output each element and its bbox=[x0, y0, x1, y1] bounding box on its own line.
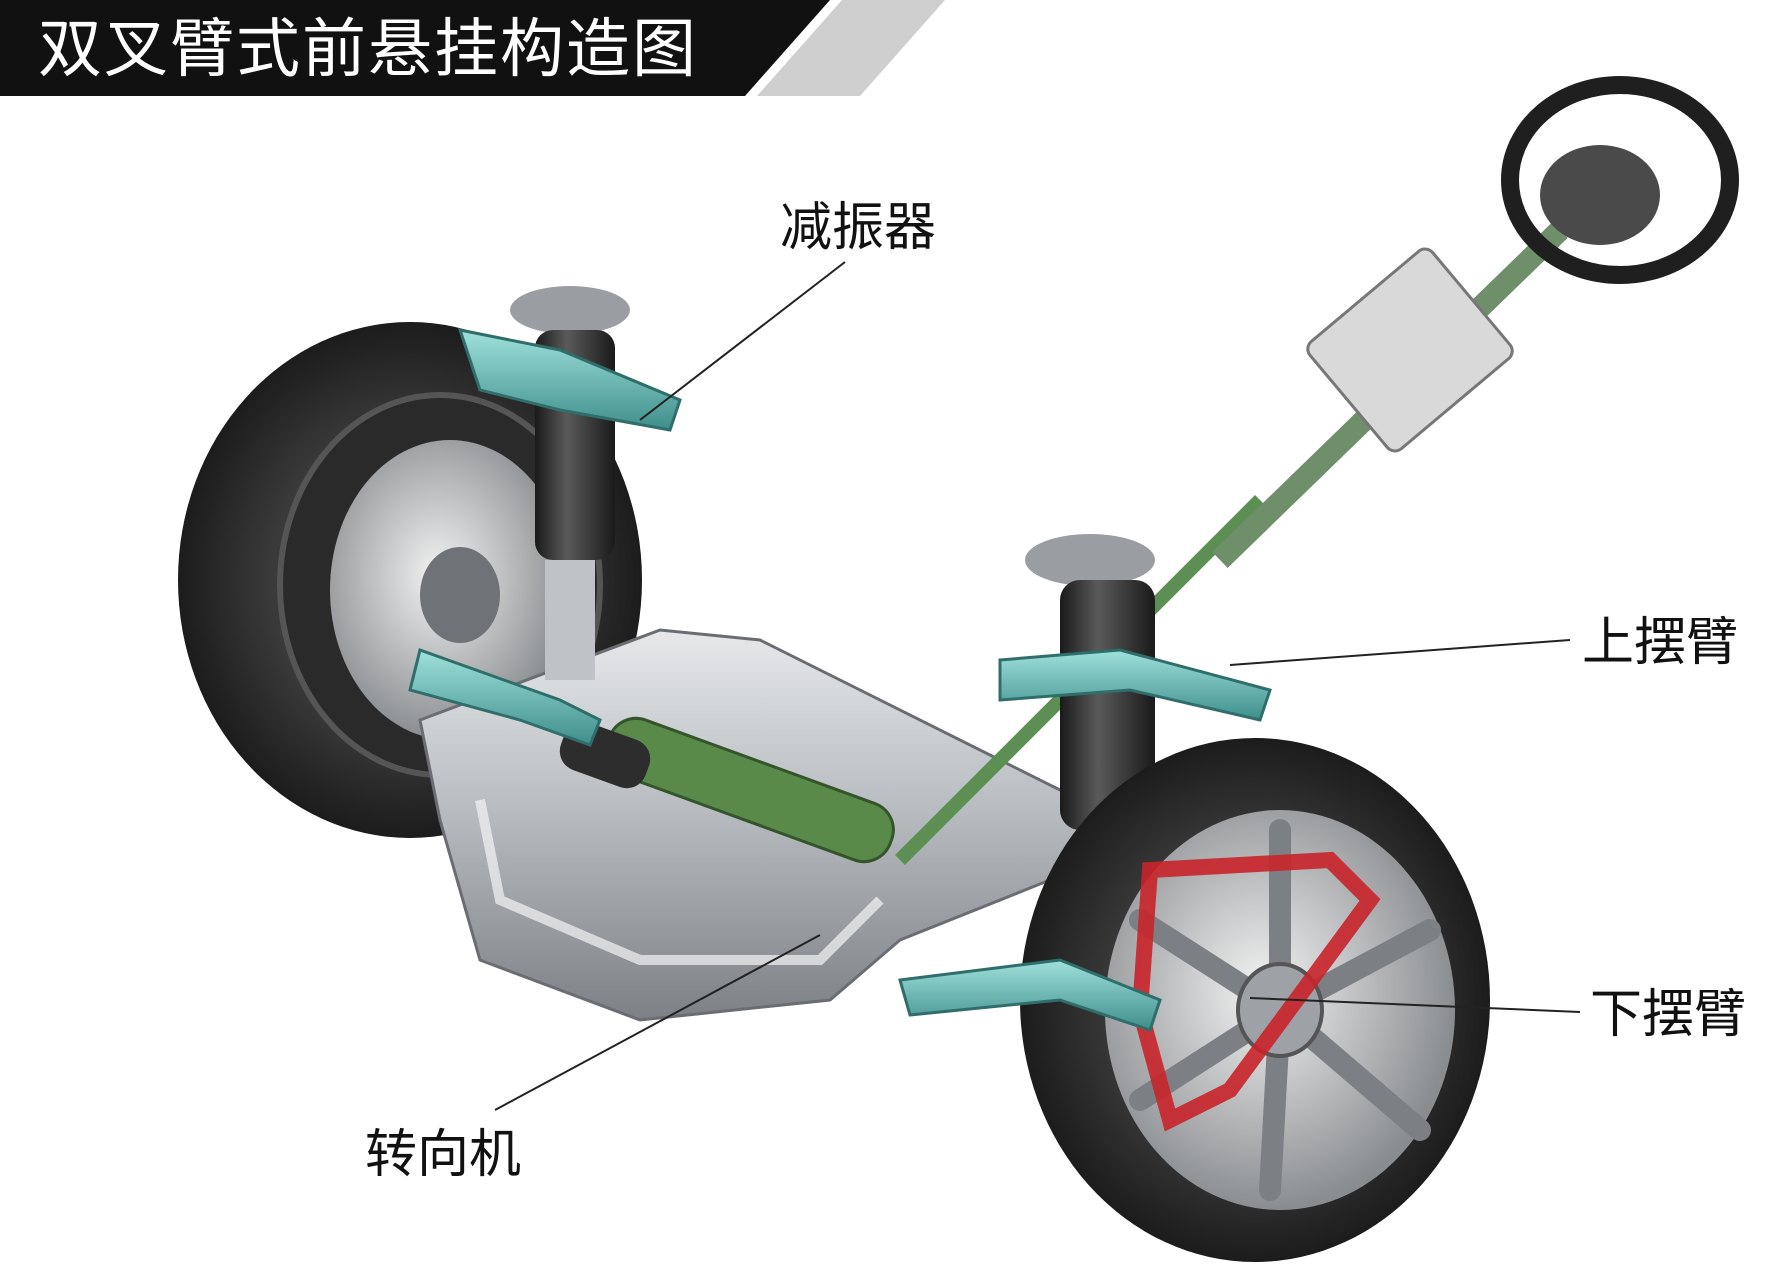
leader-lines bbox=[494, 261, 1581, 1111]
leader-lower-arm bbox=[1249, 997, 1581, 1013]
leader-steering bbox=[494, 934, 821, 1111]
banner-dark-band bbox=[0, 0, 830, 96]
leader-shock bbox=[639, 261, 846, 421]
leader-upper-arm bbox=[1229, 639, 1571, 666]
label-lower-arm: 下摆臂 bbox=[1590, 985, 1747, 1045]
steering-column bbox=[1212, 76, 1739, 568]
label-shock-absorber: 减振器 bbox=[780, 198, 937, 258]
label-upper-arm: 上摆臂 bbox=[1582, 613, 1739, 673]
page-title: 双叉臂式前悬挂构造图 bbox=[38, 13, 698, 87]
left-wheel bbox=[178, 322, 642, 838]
left-lower-arm bbox=[408, 648, 602, 747]
right-lower-arm bbox=[898, 958, 1162, 1032]
right-upper-arm bbox=[998, 648, 1272, 722]
banner-stripe bbox=[757, 0, 945, 96]
right-wheel bbox=[1020, 738, 1490, 1262]
title-banner bbox=[0, 0, 945, 96]
label-steering-gear: 转向机 bbox=[365, 1125, 522, 1185]
left-upper-arm bbox=[457, 328, 682, 432]
